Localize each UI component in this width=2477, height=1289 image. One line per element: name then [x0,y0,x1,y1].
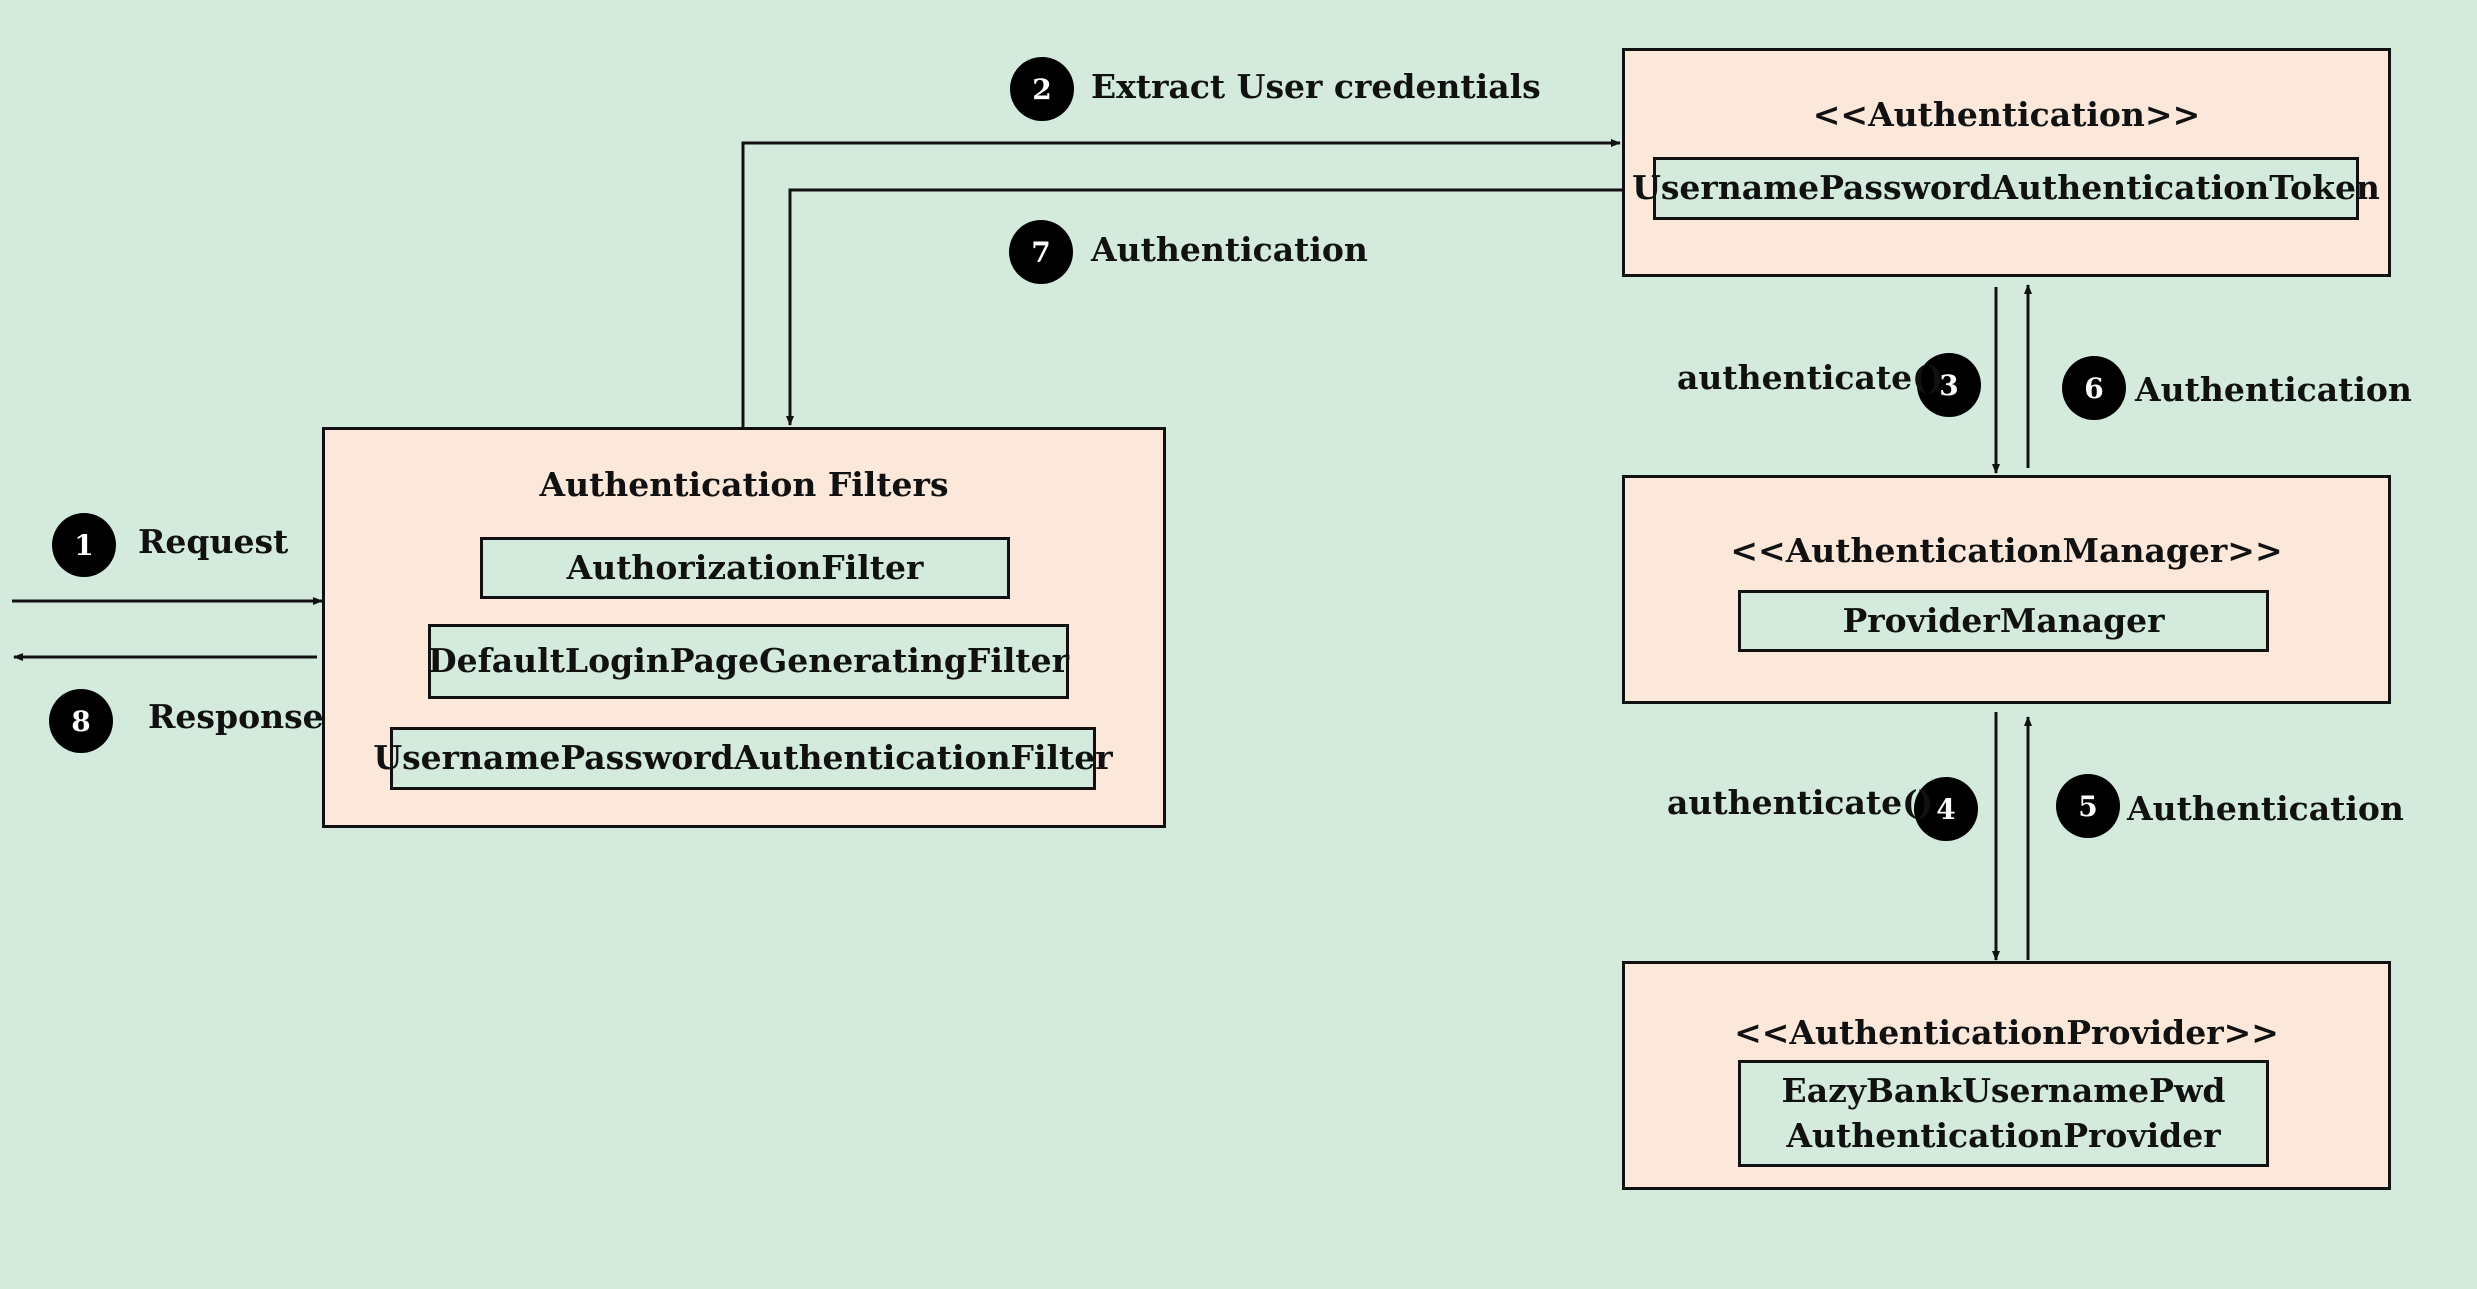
authentication-filters-title: Authentication Filters [539,465,949,504]
step-label-authenticate-4: authenticate() [1667,783,1934,822]
authentication-manager-box: <<AuthenticationManager>> [1622,475,2391,704]
step-badge-1: 1 [52,513,116,577]
step-badge-6: 6 [2062,356,2126,420]
step-label-authenticate-3: authenticate() [1677,358,1944,397]
eazybank-authentication-provider: EazyBankUsernamePwd AuthenticationProvid… [1738,1060,2269,1167]
step-badge-7: 7 [1009,220,1073,284]
step-label-request: Request [138,522,289,561]
step-badge-5: 5 [2056,774,2120,838]
username-password-authentication-token: UsernamePasswordAuthenticationToken [1632,157,2380,220]
default-login-page-generating-filter: DefaultLoginPageGeneratingFilter [428,624,1069,699]
step-label-authentication-6: Authentication [2135,370,2412,409]
username-password-authentication-filter: UsernamePasswordAuthenticationFilter [373,727,1113,790]
step-label-response: Response [148,697,324,736]
authentication-return-arrow [786,188,1622,426]
step-label-authentication-7: Authentication [1091,230,1368,269]
step-badge-8: 8 [49,689,113,753]
authentication-provider-stereotype: <<AuthenticationProvider>> [1734,1013,2279,1052]
step-badge-3: 3 [1917,353,1981,417]
provider-manager: ProviderManager [1738,590,2269,652]
step-badge-4: 4 [1914,777,1978,841]
extract-credentials-arrow [741,139,1621,427]
authentication-manager-stereotype: <<AuthenticationManager>> [1730,531,2283,570]
step-badge-2: 2 [1010,57,1074,121]
authorization-filter: AuthorizationFilter [480,537,1010,599]
step-label-authentication-5: Authentication [2127,789,2404,828]
authentication-stereotype: <<Authentication>> [1812,95,2201,134]
step-label-extract-credentials: Extract User credentials [1091,67,1541,106]
